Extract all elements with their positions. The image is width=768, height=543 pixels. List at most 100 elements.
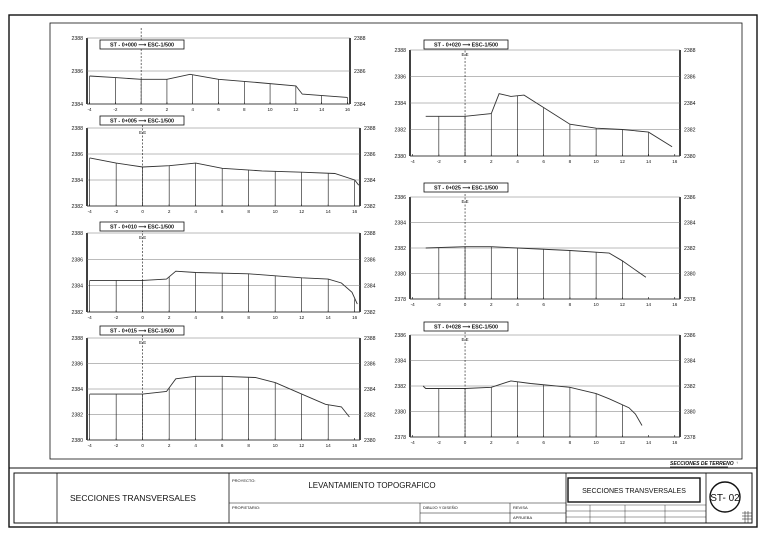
drawing-frame: [49, 22, 743, 460]
sheet-number: ST- 02: [710, 493, 740, 504]
elev-label-right: 2388: [364, 231, 376, 237]
x-tick-label: -2: [114, 443, 119, 448]
x-tick-label: -2: [113, 107, 118, 112]
elev-label-left: 2380: [71, 438, 83, 444]
section-title-box: [99, 39, 185, 50]
x-tick-label: 14: [319, 107, 325, 112]
axis-label: E.E: [462, 337, 469, 342]
elev-label-right: 2382: [684, 246, 696, 252]
elev-label-right: 2384: [364, 387, 376, 393]
elev-label-left: 2386: [71, 257, 83, 263]
x-tick-label: 2: [490, 440, 493, 445]
elev-label-left: 2382: [71, 413, 83, 419]
x-tick-label: 10: [268, 107, 274, 112]
x-tick-label: 4: [194, 209, 197, 214]
sheet-data-grid: [566, 504, 706, 523]
elev-label-left: 2384: [394, 101, 406, 107]
elev-label-right: 2384: [684, 101, 696, 107]
tb-hatch: [742, 511, 752, 523]
elev-label-right: 2386: [364, 257, 376, 263]
elev-label-left: 2380: [394, 154, 406, 160]
elev-label-left: 2382: [71, 310, 83, 316]
tb-revisa-label: REVISA: [513, 505, 528, 510]
x-tick-label: 4: [516, 440, 519, 445]
x-tick-label: 14: [646, 302, 652, 307]
elev-label-right: 2388: [684, 48, 696, 54]
elev-label-left: 2384: [394, 359, 406, 365]
elev-label-left: 2386: [394, 195, 406, 201]
x-tick-label: 6: [542, 440, 545, 445]
elev-label-right: 2380: [364, 438, 376, 444]
elev-label-left: 2378: [394, 297, 406, 303]
x-tick-label: 16: [345, 107, 351, 112]
x-tick-label: 6: [542, 159, 545, 164]
terrain-profile: [425, 93, 673, 148]
axis-label: E.E: [139, 340, 146, 345]
elev-label-right: 2382: [364, 413, 376, 419]
terrain-profile: [89, 375, 350, 418]
elev-label-right: 2382: [684, 128, 696, 134]
elev-label-right: 2384: [364, 284, 376, 290]
section-title: ST - 0+005 ⟶ ESC-1/500: [110, 119, 174, 125]
outer-border: [8, 14, 758, 528]
elev-label-right: 2380: [684, 272, 696, 278]
cross-sections: 2384 2384 2386 2386 2388 2388 -4 -2 0 2 4 6 8 10 12 14 1…: [71, 28, 696, 448]
x-tick-label: 14: [326, 209, 332, 214]
section-title-box: [423, 39, 509, 50]
x-tick-label: 16: [672, 302, 678, 307]
tb-aprueba-label: APRUEBA: [513, 515, 532, 520]
elev-label-right: 2388: [364, 126, 376, 132]
x-tick-label: -4: [411, 440, 416, 445]
terrain-profile: [89, 270, 358, 305]
elev-label-right: 2386: [684, 75, 696, 81]
x-tick-label: 0: [464, 440, 467, 445]
axis-label: E.E: [139, 235, 146, 240]
terrain-profile: [89, 157, 360, 186]
sheet-title: SECCIONES TRANSVERSALES: [582, 488, 686, 495]
elev-label-right: 2378: [684, 435, 696, 441]
x-tick-label: -2: [437, 302, 442, 307]
elev-label-left: 2386: [71, 152, 83, 158]
elev-label-left: 2386: [394, 75, 406, 81]
section-title: ST - 0+000 ⟶ ESC-1/500: [110, 43, 174, 49]
x-tick-label: 16: [672, 440, 678, 445]
x-tick-label: 12: [620, 159, 626, 164]
x-tick-label: 8: [247, 443, 250, 448]
x-tick-label: 0: [141, 315, 144, 320]
elev-label-left: 2384: [71, 102, 83, 108]
x-tick-label: 12: [299, 209, 305, 214]
elev-label-right: 2382: [364, 204, 376, 210]
north-mark: ↑: [736, 460, 738, 465]
elev-label-left: 2384: [71, 178, 83, 184]
terrain-profile: [422, 380, 643, 426]
x-tick-label: 6: [542, 302, 545, 307]
terrain-profile: [425, 246, 647, 278]
x-tick-label: 6: [221, 443, 224, 448]
x-tick-label: 10: [273, 315, 279, 320]
elev-label-right: 2380: [684, 410, 696, 416]
x-tick-label: 8: [243, 107, 246, 112]
x-tick-label: 16: [352, 209, 358, 214]
section-title-box: [423, 182, 509, 193]
title-block: SECCIONES TRANSVERSALES PROYECTO: LEVANT…: [13, 472, 753, 524]
elev-label-right: 2386: [684, 195, 696, 201]
elev-label-left: 2386: [71, 69, 83, 75]
tb-dibujo-label: DIBUJO Y DISEÑO: [423, 505, 458, 510]
elev-label-right: 2382: [684, 384, 696, 390]
x-tick-label: 8: [569, 302, 572, 307]
elev-label-right: 2384: [684, 359, 696, 365]
x-tick-label: 12: [299, 443, 305, 448]
x-tick-label: 12: [620, 440, 626, 445]
x-tick-label: 2: [490, 302, 493, 307]
x-tick-label: -4: [411, 302, 416, 307]
tb-propietario-label: PROPIETARIO:: [232, 505, 260, 510]
elev-label-right: 2384: [354, 102, 366, 108]
elev-label-right: 2386: [684, 333, 696, 339]
x-tick-label: -2: [114, 315, 119, 320]
x-tick-label: 14: [326, 443, 332, 448]
section-title: ST - 0+025 ⟶ ESC-1/500: [434, 186, 498, 192]
x-tick-label: 16: [352, 443, 358, 448]
